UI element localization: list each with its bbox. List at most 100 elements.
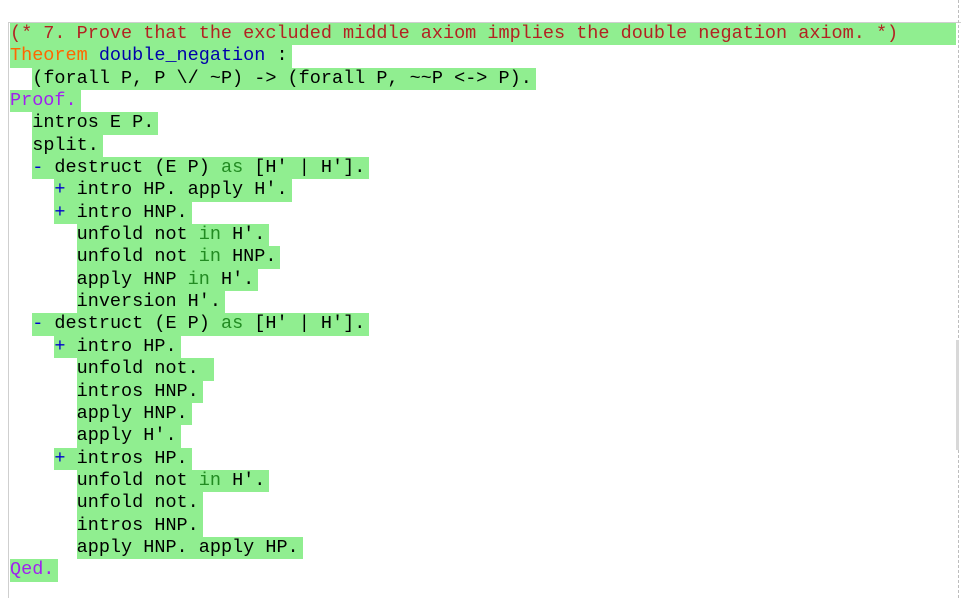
code-token: intros HP. <box>65 447 188 469</box>
processed-region: unfold not. <box>76 492 203 515</box>
code-line[interactable]: - destruct (E P) as [H' | H']. <box>10 157 956 180</box>
code-token: (forall P, P \/ ~P) -> (forall P, ~~P <-… <box>32 67 532 89</box>
line-indent <box>10 492 77 514</box>
code-line[interactable]: + intro HP. apply H'. <box>10 179 956 202</box>
code-line[interactable]: unfold not. <box>10 358 956 381</box>
code-token: [H' | H']. <box>243 313 366 335</box>
code-token: H'. <box>220 224 266 246</box>
processed-region: (* 7. Prove that the excluded middle axi… <box>10 23 956 46</box>
code-line[interactable]: + intro HP. <box>10 335 956 359</box>
code-token: apply HNP. apply HP. <box>76 536 299 558</box>
processed-region: unfold not in HNP. <box>76 246 281 269</box>
code-line[interactable]: inversion H'. <box>10 291 956 314</box>
processed-region: + intro HNP. <box>54 201 192 225</box>
code-line[interactable]: intros E P. <box>10 112 956 135</box>
editor-left-border <box>8 22 9 598</box>
processed-region: apply HNP in H'. <box>76 268 259 292</box>
code-line[interactable]: Proof. <box>10 90 956 113</box>
code-line[interactable]: apply HNP in H'. <box>10 268 956 292</box>
line-indent <box>10 246 77 268</box>
code-token: intros E P. <box>32 112 155 134</box>
code-line[interactable]: apply HNP. apply HP. <box>10 536 956 560</box>
code-token: in <box>198 224 221 246</box>
line-indent <box>10 537 77 559</box>
code-line[interactable]: (forall P, P \/ ~P) -> (forall P, ~~P <-… <box>10 67 956 91</box>
code-token: split. <box>32 134 99 156</box>
processed-region: + intro HP. <box>54 335 181 359</box>
processed-region: apply H'. <box>76 425 181 448</box>
bullet-marker: - <box>32 313 44 335</box>
line-indent <box>10 470 77 492</box>
code-token: intros HNP. <box>76 514 199 536</box>
code-line[interactable]: (* 7. Prove that the excluded middle axi… <box>10 23 956 46</box>
code-line[interactable]: - destruct (E P) as [H' | H']. <box>10 313 956 336</box>
processed-region: - destruct (E P) as [H' | H']. <box>32 157 370 180</box>
code-line[interactable]: unfold not in HNP. <box>10 246 956 269</box>
bullet-marker: - <box>32 157 44 179</box>
code-token: intro HP. <box>65 335 177 357</box>
line-indent <box>10 112 32 134</box>
code-line[interactable]: intros HNP. <box>10 514 956 537</box>
line-indent <box>10 157 32 179</box>
code-token: destruct (E P) <box>43 157 221 179</box>
bullet-marker: + <box>54 335 66 357</box>
code-token: as <box>220 157 244 179</box>
code-token: apply HNP. <box>76 402 188 424</box>
line-indent <box>10 179 54 201</box>
code-line[interactable]: intros HNP. <box>10 380 956 403</box>
code-token: unfold not <box>76 224 199 246</box>
processed-region: + intros HP. <box>54 447 192 470</box>
line-indent <box>10 358 77 380</box>
line-indent <box>10 448 54 470</box>
code-token: unfold not <box>76 469 199 491</box>
line-indent <box>10 381 77 403</box>
code-token: apply H'. <box>76 425 177 447</box>
line-indent <box>10 313 32 335</box>
code-line[interactable]: + intro HNP. <box>10 201 956 225</box>
line-indent <box>10 425 77 447</box>
vertical-scrollbar-thumb[interactable] <box>956 340 959 450</box>
processed-region: unfold not in H'. <box>76 224 270 247</box>
line-indent <box>10 224 77 246</box>
code-line[interactable]: Theorem double_negation : <box>10 45 956 68</box>
editor-right-margin <box>958 0 959 598</box>
line-indent <box>10 135 32 157</box>
code-line[interactable]: unfold not in H'. <box>10 469 956 493</box>
code-token: (* 7. Prove that the excluded middle axi… <box>10 23 899 44</box>
bullet-marker: + <box>54 179 66 201</box>
processed-region: (forall P, P \/ ~P) -> (forall P, ~~P <-… <box>32 67 536 91</box>
bullet-marker: + <box>54 201 66 223</box>
line-indent <box>10 202 54 224</box>
code-line[interactable]: unfold not. <box>10 492 956 515</box>
code-token: destruct (E P) <box>43 313 221 335</box>
editor-top-border <box>8 22 961 23</box>
processed-region: Proof. <box>10 90 81 113</box>
processed-region: intros HNP. <box>76 380 203 403</box>
code-line[interactable]: split. <box>10 134 956 158</box>
code-token: unfold not. <box>76 358 210 380</box>
code-token: unfold not <box>76 246 199 268</box>
code-line[interactable]: Qed. <box>10 559 956 582</box>
code-token: Theorem <box>10 45 88 67</box>
processed-region: apply HNP. apply HP. <box>76 536 303 560</box>
code-token: inversion H'. <box>76 291 221 313</box>
code-token: H'. <box>220 469 266 491</box>
code-token: intro HP. apply H'. <box>65 179 288 201</box>
bullet-marker: + <box>54 447 66 469</box>
line-indent <box>10 291 77 313</box>
processed-region: Qed. <box>10 559 59 582</box>
code-token: intro HNP. <box>65 201 188 223</box>
code-token: H'. <box>209 268 255 290</box>
code-line[interactable]: unfold not in H'. <box>10 224 956 247</box>
code-line[interactable]: + intros HP. <box>10 447 956 470</box>
code-token: [H' | H']. <box>243 157 366 179</box>
code-token: apply HNP <box>76 268 188 290</box>
line-indent <box>10 336 54 358</box>
code-line[interactable]: apply H'. <box>10 425 956 448</box>
code-line[interactable]: apply HNP. <box>10 402 956 426</box>
code-token: Proof. <box>10 90 77 112</box>
processed-region: unfold not. <box>76 358 214 381</box>
code-token: in <box>198 469 221 491</box>
code-token: unfold not. <box>76 492 199 514</box>
coq-script-editor[interactable]: (* 7. Prove that the excluded middle axi… <box>10 23 956 598</box>
